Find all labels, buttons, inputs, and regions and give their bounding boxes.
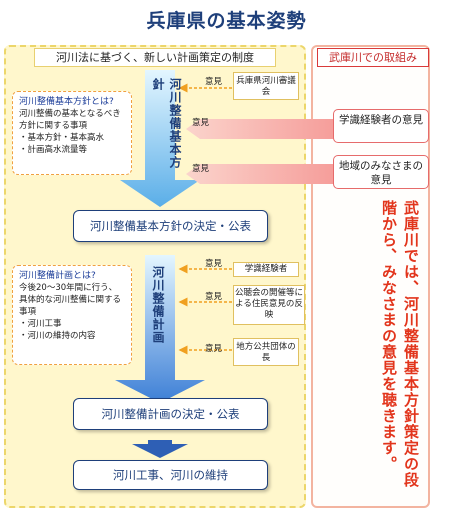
box-experts: 学識経験者 xyxy=(233,262,299,277)
arrow-basic-policy xyxy=(120,70,200,207)
info-bullet: ・河川の維持の内容 xyxy=(19,331,96,341)
box-river-council: 兵庫県河川審議会 xyxy=(233,72,299,100)
arrow-label-maintenance-plan: 河川整備計画 xyxy=(151,266,165,344)
decision-basic-policy: 河川整備基本方針の決定・公表 xyxy=(73,210,268,242)
pink-box-experts: 学識経験者の意見 xyxy=(333,109,429,143)
opinion-label: 意見 xyxy=(205,77,223,87)
info-box-basic-policy: 河川整備基本方針とは? 河川整備の基本となるべき方針に関する事項 ・基本方針・基… xyxy=(12,91,132,175)
opinion-label: 意見 xyxy=(205,292,223,302)
info-desc: 河川整備の基本となるべき方針に関する事項 xyxy=(19,109,121,131)
info-desc: 今後20～30年間に行う、具体的な河川整備に関する事項 xyxy=(19,283,122,317)
opinion-label: 意見 xyxy=(205,259,223,269)
pink-box-residents: 地域のみなさまの意見 xyxy=(333,155,429,189)
box-local-government: 地方公共団体の長 xyxy=(233,338,299,366)
info-title: 河川整備計画とは? xyxy=(19,271,96,281)
info-bullet: ・河川工事 xyxy=(19,319,62,329)
box-public-hearings: 公聴会の開催等による住民意見の反映 xyxy=(233,285,305,325)
arrow-label-basic-policy: 河川整備基本方針 xyxy=(151,78,182,169)
arrow-maintenance-plan xyxy=(115,255,205,403)
opinion-label: 意見 xyxy=(192,164,210,174)
info-bullet: ・基本方針・基本高水 xyxy=(19,133,105,143)
dotted-arrows xyxy=(178,83,232,355)
side-header: 武庫川での取組み xyxy=(317,48,429,67)
info-box-maintenance-plan: 河川整備計画とは? 今後20～30年間に行う、具体的な河川整備に関する事項 ・河… xyxy=(12,265,132,365)
opinion-label: 意見 xyxy=(205,344,223,354)
side-statement: 武庫川では、河川整備基本方針策定の段階から、みなさまの意見を聴きます。 xyxy=(380,200,420,488)
arrow-final xyxy=(132,440,188,458)
info-bullet: ・計画高水流量等 xyxy=(19,145,88,155)
page-title: 兵庫県の基本姿勢 xyxy=(146,10,307,32)
info-title: 河川整備基本方針とは? xyxy=(19,97,114,107)
decision-maintenance-plan: 河川整備計画の決定・公表 xyxy=(73,398,268,430)
decision-construction: 河川工事、河川の維持 xyxy=(73,460,268,490)
main-header: 河川法に基づく、新しい計画策定の制度 xyxy=(34,48,276,67)
opinion-label: 意見 xyxy=(192,118,210,128)
